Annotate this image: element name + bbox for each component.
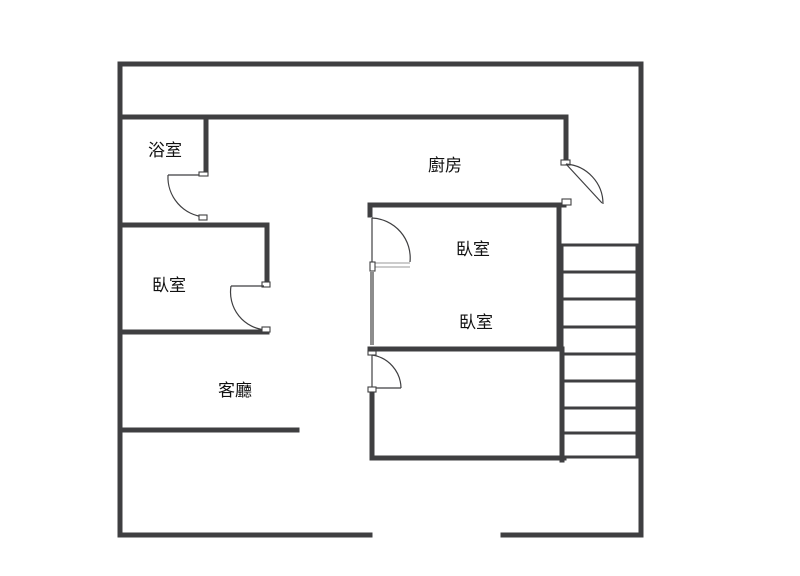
room-label-living-room: 客廳 bbox=[218, 381, 252, 401]
door-bathroom bbox=[167, 171, 209, 221]
room-label-bedroom-left: 臥室 bbox=[152, 276, 186, 296]
outer-walls bbox=[117, 61, 644, 538]
door-left-bedroom bbox=[229, 281, 271, 333]
interior-walls bbox=[119, 114, 569, 463]
room-label-bedroom-center-lower: 臥室 bbox=[459, 313, 493, 333]
door-center-bedroom bbox=[369, 217, 411, 272]
door-kitchen bbox=[560, 159, 604, 206]
room-label-kitchen: 廚房 bbox=[428, 155, 462, 176]
room-label-bathroom: 浴室 bbox=[148, 141, 182, 161]
room-label-bedroom-center-upper: 臥室 bbox=[456, 240, 490, 260]
door-lower-room bbox=[367, 350, 402, 393]
staircase bbox=[560, 243, 639, 459]
